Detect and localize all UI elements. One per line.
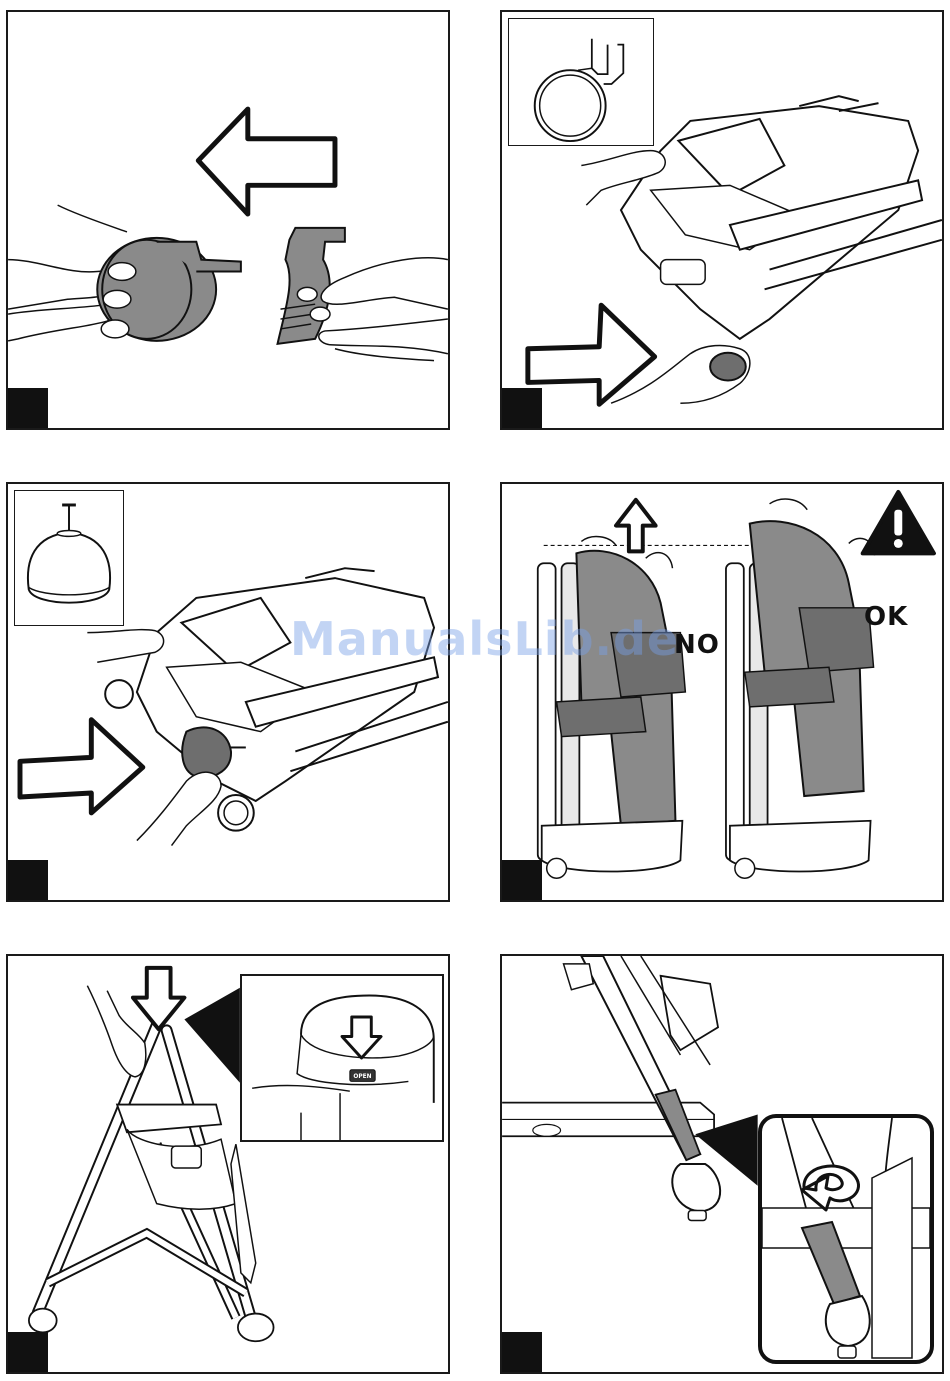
label-ok: OK bbox=[864, 602, 908, 632]
arrow-right-icon bbox=[20, 720, 143, 813]
chair-no-illustration bbox=[538, 537, 686, 879]
warning-icon bbox=[863, 492, 934, 553]
step-number-box bbox=[8, 1332, 48, 1372]
panel-step-5: OPEN bbox=[6, 954, 450, 1374]
arrow-down-icon bbox=[133, 968, 185, 1029]
label-no: NO bbox=[674, 630, 720, 660]
open-button-inset: OPEN bbox=[240, 974, 444, 1142]
arrow-up-icon bbox=[616, 500, 656, 552]
panel-step-2 bbox=[500, 10, 944, 430]
panel-step-3 bbox=[6, 482, 450, 902]
panel-step-6 bbox=[500, 954, 944, 1374]
wheel-assembly-illustration bbox=[8, 12, 448, 428]
twist-detail-inset bbox=[758, 1114, 934, 1364]
chair-ok-illustration bbox=[726, 499, 875, 878]
panel-step-4: NO OK bbox=[500, 482, 944, 902]
seat-height-comparison-illustration bbox=[502, 484, 942, 900]
arrow-right-icon bbox=[528, 305, 655, 404]
open-tag-label: OPEN bbox=[353, 1074, 371, 1080]
foot-cap-inset bbox=[14, 490, 124, 626]
rotate-arrow-icon bbox=[802, 1166, 859, 1210]
step-number-box bbox=[8, 860, 48, 900]
wheel-inset-icon bbox=[535, 70, 606, 141]
step-number-box bbox=[502, 388, 542, 428]
step-number-box bbox=[502, 1332, 542, 1372]
step-number-box bbox=[502, 860, 542, 900]
step-number-box bbox=[8, 388, 48, 428]
wheel-inset bbox=[508, 18, 654, 146]
arrow-left-icon bbox=[198, 109, 335, 214]
panel-step-1 bbox=[6, 10, 450, 430]
